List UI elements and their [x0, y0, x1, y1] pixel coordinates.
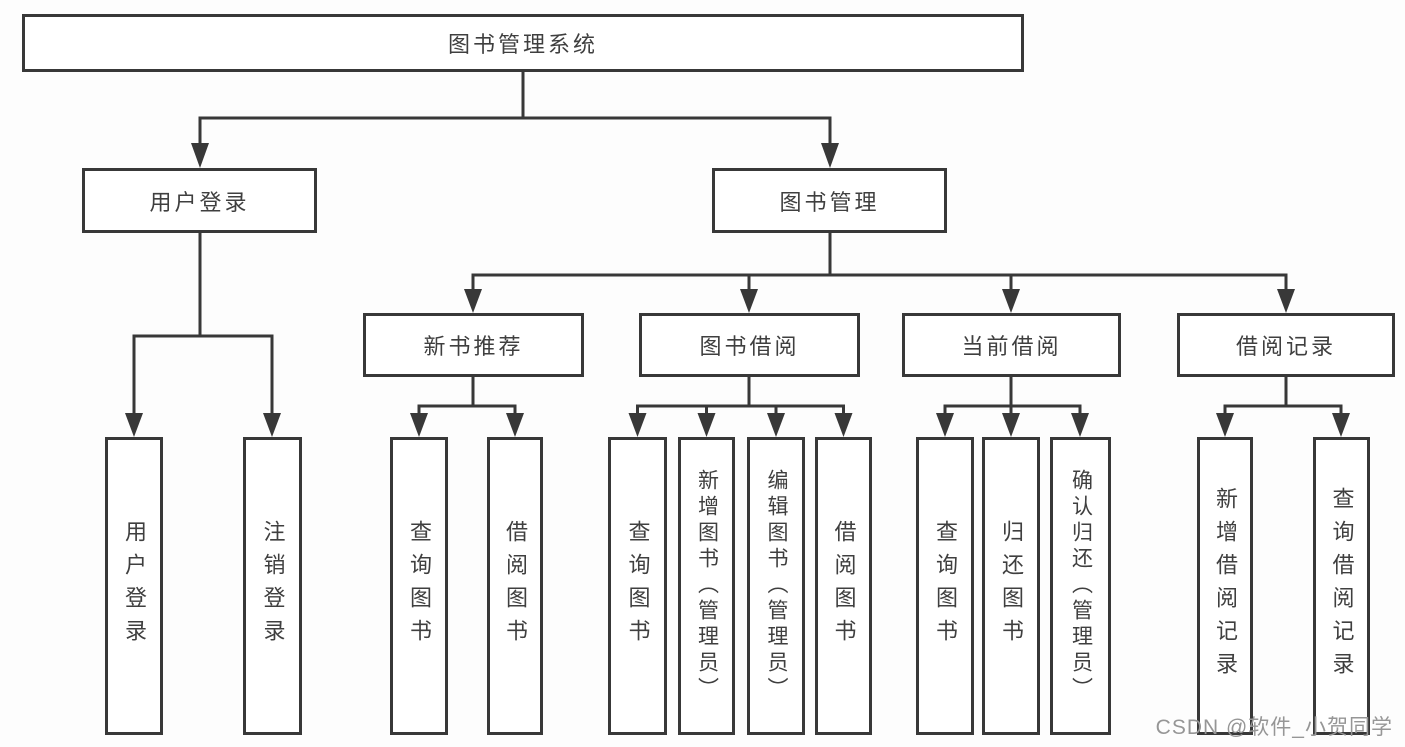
leaf-query-borrow-record-label: 查询借阅记录 [1329, 487, 1355, 685]
leaf-borrow-books-label: 借阅图书 [831, 520, 857, 652]
leaf-logout: 注销登录 [243, 437, 302, 735]
leaf-query-borrow-record: 查询借阅记录 [1313, 437, 1370, 735]
leaf-logout-label: 注销登录 [260, 520, 286, 652]
leaf-user-login: 用户登录 [105, 437, 163, 735]
node-new-book-recommend-label: 新书推荐 [423, 334, 524, 359]
leaf-query-books-recommend: 查询图书 [390, 437, 448, 735]
leaf-borrow-books-recommend: 借阅图书 [487, 437, 543, 735]
node-user-login: 用户登录 [82, 168, 317, 233]
node-borrowing-records: 借阅记录 [1177, 313, 1395, 377]
leaf-add-borrow-record: 新增借阅记录 [1197, 437, 1253, 735]
arrowheads [125, 143, 1350, 437]
node-root: 图书管理系统 [22, 14, 1024, 72]
leaf-query-books-current: 查询图书 [916, 437, 974, 735]
leaf-add-borrow-record-label: 新增借阅记录 [1213, 487, 1238, 685]
node-book-borrowing-label: 图书借阅 [699, 334, 800, 359]
leaf-query-books-current-label: 查询图书 [933, 520, 958, 652]
node-current-borrowing: 当前借阅 [902, 313, 1121, 377]
leaf-user-login-label: 用户登录 [122, 520, 147, 652]
node-book-borrowing: 图书借阅 [639, 313, 860, 377]
leaf-confirm-return-admin-label: 确认归还（管理员） [1069, 469, 1093, 703]
leaf-borrow-books-recommend-label: 借阅图书 [503, 520, 528, 652]
node-current-borrowing-label: 当前借阅 [961, 334, 1062, 359]
node-root-label: 图书管理系统 [447, 32, 598, 57]
leaf-borrow-books: 借阅图书 [815, 437, 872, 735]
node-book-management-label: 图书管理 [779, 189, 880, 215]
leaf-confirm-return-admin: 确认归还（管理员） [1050, 437, 1111, 735]
leaf-add-book-admin-label: 新增图书（管理员） [695, 469, 719, 703]
leaf-edit-book-admin: 编辑图书（管理员） [747, 437, 805, 735]
leaf-add-book-admin: 新增图书（管理员） [678, 437, 735, 735]
leaf-query-books-borrow: 查询图书 [608, 437, 667, 735]
node-book-management: 图书管理 [712, 168, 947, 233]
leaf-edit-book-admin-label: 编辑图书（管理员） [765, 469, 788, 703]
leaf-return-book: 归还图书 [982, 437, 1040, 735]
leaf-query-books-recommend-label: 查询图书 [407, 520, 432, 652]
node-user-login-label: 用户登录 [149, 189, 250, 215]
leaf-query-books-borrow-label: 查询图书 [625, 520, 651, 652]
leaf-return-book-label: 归还图书 [999, 520, 1024, 652]
node-new-book-recommend: 新书推荐 [363, 313, 584, 377]
node-borrowing-records-label: 借阅记录 [1235, 334, 1336, 359]
csdn-watermark: CSDN @软件_小贺同学 [1155, 716, 1393, 739]
